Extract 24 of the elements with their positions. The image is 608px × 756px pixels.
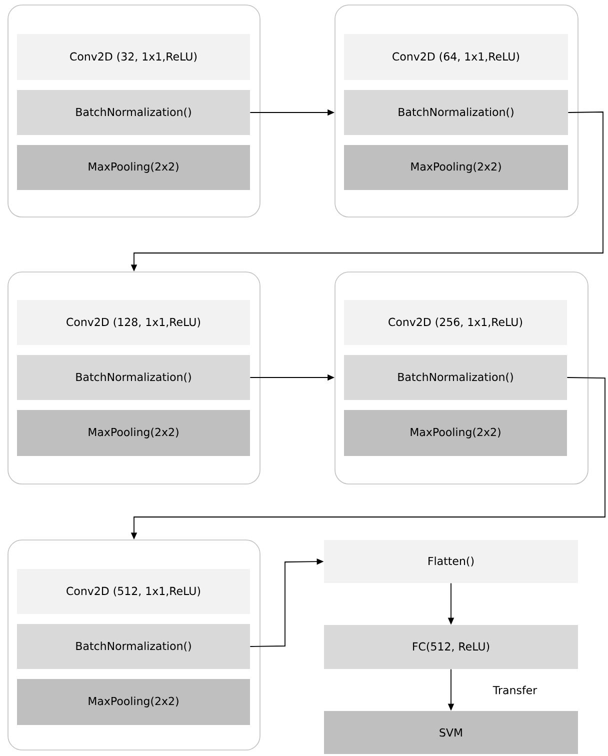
layer-box: Conv2D (128, 1x1,ReLU) <box>17 300 250 345</box>
layer-box: Conv2D (64, 1x1,ReLU) <box>344 34 568 80</box>
layer-box: Conv2D (32, 1x1,ReLU) <box>17 34 250 80</box>
layer-box: MaxPooling(2x2) <box>17 679 250 725</box>
layer-block <box>334 272 588 484</box>
layer-block <box>334 4 578 218</box>
layer-box: BatchNormalization() <box>344 90 568 135</box>
layer-box: BatchNormalization() <box>17 355 250 400</box>
layer-block <box>8 540 260 750</box>
layer-box: MaxPooling(2x2) <box>17 145 250 190</box>
layer-box: FC(512, ReLU) <box>324 625 578 669</box>
layer-box: MaxPooling(2x2) <box>344 410 567 456</box>
layer-box: MaxPooling(2x2) <box>17 410 250 456</box>
edge-label: Transfer <box>492 684 538 696</box>
layer-box: Flatten() <box>324 540 578 583</box>
layer-box: Conv2D (512, 1x1,ReLU) <box>17 569 250 614</box>
layer-block <box>8 272 260 484</box>
layer-box: SVM <box>324 711 578 754</box>
layer-box: BatchNormalization() <box>17 90 250 135</box>
layer-box: BatchNormalization() <box>17 624 250 669</box>
layer-box: Conv2D (256, 1x1,ReLU) <box>344 300 567 345</box>
layer-box: MaxPooling(2x2) <box>344 145 568 190</box>
layer-block <box>8 4 260 218</box>
layer-box: BatchNormalization() <box>344 355 567 400</box>
